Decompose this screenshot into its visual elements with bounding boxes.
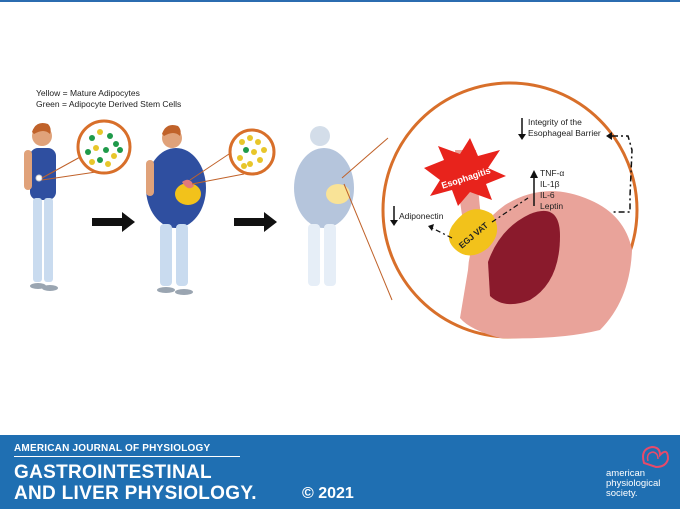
integrity-label-1: Integrity of the: [528, 117, 582, 127]
progression-arrow-1: [92, 212, 135, 232]
copyright-year: © 2021: [302, 485, 354, 502]
color-legend: Yellow = Mature Adipocytes Green = Adipo…: [36, 88, 181, 110]
journal-title-line2: AND LIVER PHYSIOLOGY.: [14, 483, 257, 504]
egj-vat-blob: EGJ VAT: [448, 209, 498, 256]
legend-green: Green = Adipocyte Derived Stem Cells: [36, 99, 182, 109]
society-line3: society.: [606, 488, 638, 499]
cytokine-tnf: TNF-α: [540, 168, 564, 178]
lean-person-figure: [24, 123, 58, 291]
journal-name: AMERICAN JOURNAL OF PHYSIOLOGY: [14, 443, 211, 454]
obese-magnified-tissue: [228, 128, 276, 176]
journal-title-line1: GASTROINTESTINAL: [14, 462, 212, 483]
obese-person-figure: [146, 125, 206, 295]
lean-magnified-tissue: [76, 119, 132, 175]
cytokine-leptin: Leptin: [540, 201, 563, 211]
adiponectin-label: Adiponectin: [399, 211, 444, 221]
obesity-progression-diagram: Esophagitis EGJ VAT Integrity of the Eso…: [24, 81, 639, 339]
integrity-label-2: Esophageal Barrier: [528, 128, 601, 138]
legend-yellow: Yellow = Mature Adipocytes: [36, 88, 140, 98]
esophagitis-burst: Esophagitis: [424, 138, 506, 206]
society-line1: american: [606, 468, 646, 479]
cytokine-il1b: IL-1β: [540, 179, 560, 189]
footer-rule: [14, 456, 240, 457]
society-line2: physiological: [606, 478, 661, 489]
adiponectin-annotation: Adiponectin: [390, 206, 453, 239]
cytokine-annotation: TNF-α IL-1β IL-6 Leptin: [491, 168, 564, 223]
society-logo-icon: [642, 445, 670, 469]
top-accent-line: [0, 0, 680, 2]
barrier-integrity-annotation: Integrity of the Esophageal Barrier: [518, 117, 633, 213]
journal-footer: AMERICAN JOURNAL OF PHYSIOLOGY GASTROINT…: [0, 435, 680, 509]
cytokine-il6: IL-6: [540, 190, 555, 200]
progression-arrow-2: [234, 212, 277, 232]
faded-person-figure: [294, 126, 354, 286]
